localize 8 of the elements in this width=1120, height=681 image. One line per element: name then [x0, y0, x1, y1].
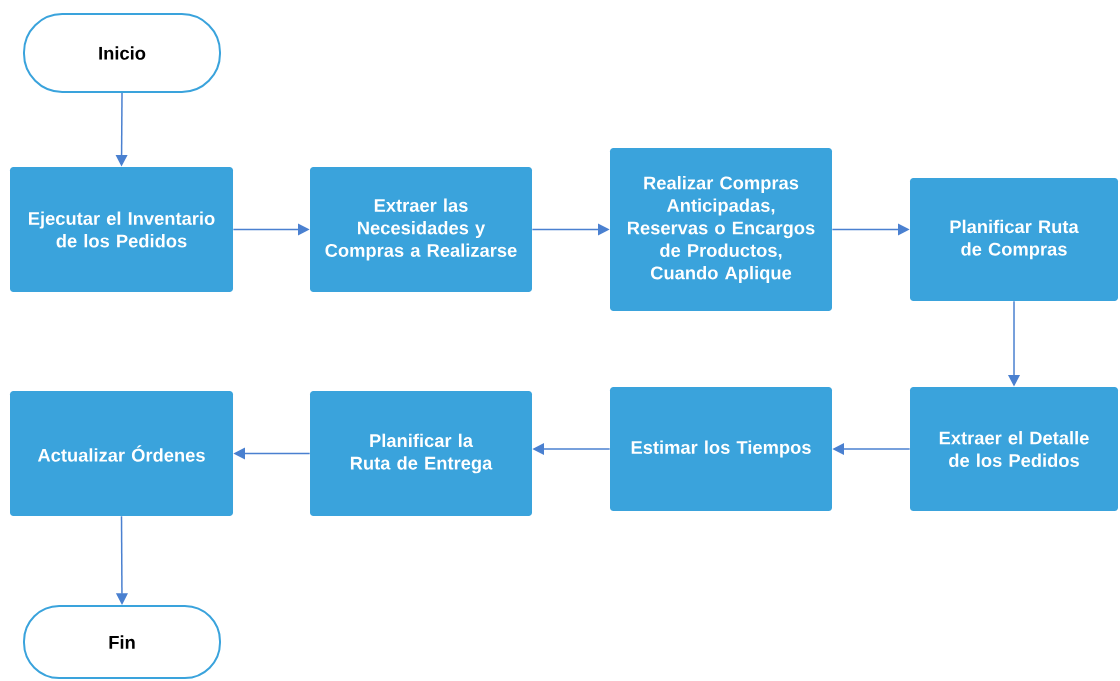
process-box: Ejecutar el Inventario de los Pedidos	[10, 167, 233, 292]
process-box: Planificar Ruta de Compras	[910, 178, 1118, 301]
process-box: Actualizar Órdenes	[10, 391, 233, 516]
process-box: Estimar los Tiempos	[610, 387, 832, 511]
process-box: Planificar la Ruta de Entrega	[310, 391, 532, 516]
process-box: Extraer las Necesidades y Compras a Realizarse	[310, 167, 532, 292]
process-box: Realizar Compras Anticipadas, Reservas o Encargos de Productos, Cuando Aplique	[610, 148, 832, 311]
process-box: Extraer el Detalle de los Pedidos	[910, 387, 1118, 511]
